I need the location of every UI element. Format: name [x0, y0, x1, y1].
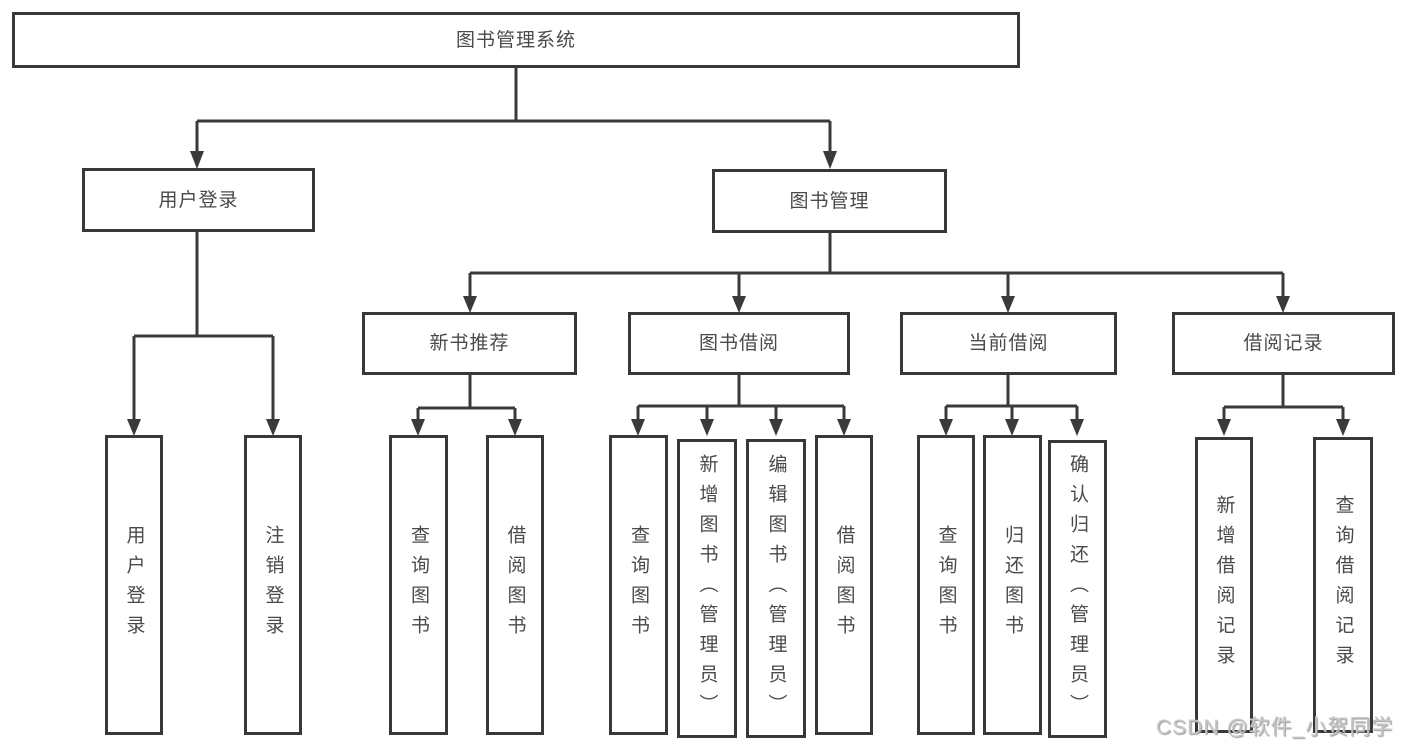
node-current-borrow: 当前借阅 [900, 312, 1117, 375]
leaf-label: 借阅图书 [504, 525, 526, 645]
leaf-add-borrow-record: 新增借阅记录 [1195, 437, 1253, 733]
leaf-confirm-return-admin: 确认归还（管理员） [1048, 440, 1107, 738]
leaf-return-books: 归还图书 [983, 435, 1042, 735]
leaf-label: 查询图书 [628, 525, 649, 645]
leaf-label: 查询借阅记录 [1332, 495, 1354, 675]
leaf-logout: 注销登录 [244, 435, 302, 735]
node-new-book-recommend: 新书推荐 [362, 312, 577, 375]
leaf-user-login: 用户登录 [105, 435, 163, 735]
node-user-login-module: 用户登录 [82, 168, 315, 232]
leaf-query-books-borrow: 查询图书 [609, 435, 668, 735]
leaf-borrow-books-recommend: 借阅图书 [486, 435, 544, 735]
leaf-label: 确认归还（管理员） [1067, 454, 1088, 724]
leaf-edit-books-admin: 编辑图书（管理员） [746, 439, 806, 738]
leaf-label: 用户登录 [123, 525, 145, 645]
leaf-label: 查询图书 [408, 525, 429, 645]
leaf-label: 新增图书（管理员） [696, 453, 718, 724]
leaf-label: 注销登录 [262, 525, 284, 645]
leaf-query-books-recommend: 查询图书 [389, 435, 448, 735]
csdn-watermark: CSDN @软件_小贺同学 [1156, 716, 1394, 739]
leaf-add-books-admin: 新增图书（管理员） [677, 439, 737, 738]
leaf-label: 借阅图书 [833, 525, 855, 645]
leaf-label: 编辑图书（管理员） [765, 453, 787, 724]
node-book-borrow: 图书借阅 [628, 312, 850, 375]
leaf-label: 归还图书 [1002, 525, 1023, 645]
node-system-root: 图书管理系统 [12, 12, 1020, 68]
leaf-label: 新增借阅记录 [1213, 495, 1235, 675]
node-book-management-module: 图书管理 [712, 169, 947, 233]
leaf-query-books-current: 查询图书 [917, 435, 975, 735]
leaf-label: 查询图书 [935, 525, 957, 645]
leaf-borrow-books: 借阅图书 [815, 435, 873, 735]
leaf-query-borrow-record: 查询借阅记录 [1313, 437, 1373, 733]
node-borrow-records: 借阅记录 [1172, 312, 1395, 375]
